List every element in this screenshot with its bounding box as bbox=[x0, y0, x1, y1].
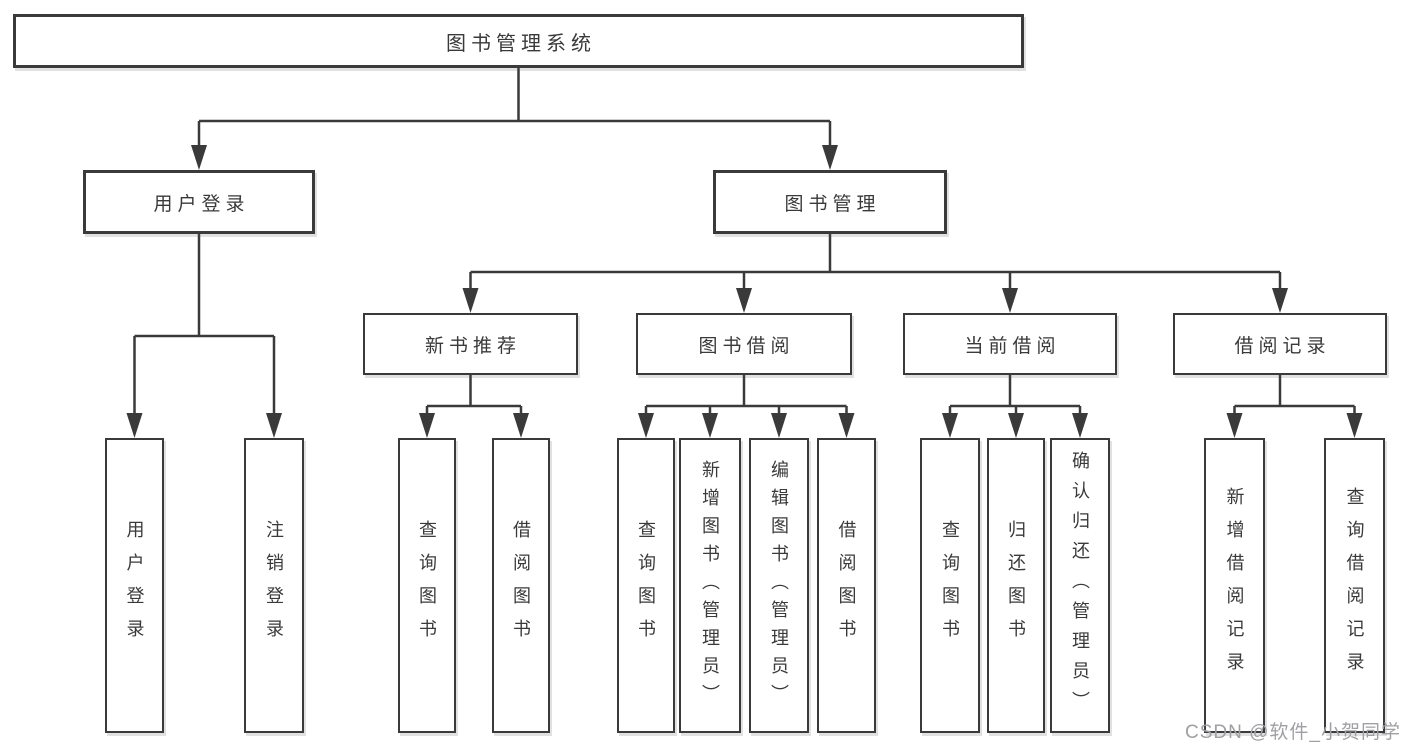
leaf-add-borrow-record: 新增借阅记录 bbox=[1204, 438, 1265, 733]
leaf-query-borrow-record: 查询借阅记录 bbox=[1324, 438, 1385, 733]
leaf-add-book-admin: 新增图书（管理员） bbox=[679, 438, 741, 733]
node-label: 新增借阅记录 bbox=[1224, 486, 1245, 685]
node-label: 新增图书（管理员） bbox=[700, 459, 720, 712]
node-borrow-records: 借阅记录 bbox=[1173, 313, 1387, 375]
leaf-edit-book-admin: 编辑图书（管理员） bbox=[749, 438, 809, 733]
node-label: 确认归还（管理员） bbox=[1070, 450, 1090, 721]
leaf-query-books-borrow: 查询图书 bbox=[617, 438, 675, 733]
leaf-borrow-books-recommend: 借阅图书 bbox=[492, 438, 550, 733]
node-label: 用户登录 bbox=[153, 193, 250, 215]
node-label: 新书推荐 bbox=[424, 335, 521, 357]
node-book-management: 图书管理 bbox=[713, 170, 947, 234]
node-label: 查询图书 bbox=[940, 519, 960, 652]
leaf-confirm-return-admin: 确认归还（管理员） bbox=[1050, 438, 1110, 733]
leaf-logout: 注销登录 bbox=[244, 438, 304, 733]
node-label: 归还图书 bbox=[1006, 519, 1026, 652]
arrowheads bbox=[126, 145, 1363, 438]
node-label: 借阅图书 bbox=[511, 519, 531, 652]
node-book-borrow: 图书借阅 bbox=[636, 313, 852, 375]
node-label: 图书管理系统 bbox=[446, 32, 596, 55]
node-label: 借阅记录 bbox=[1234, 335, 1331, 357]
node-root-library-system: 图书管理系统 bbox=[13, 14, 1024, 68]
leaf-return-book: 归还图书 bbox=[987, 438, 1045, 733]
node-label: 查询借阅记录 bbox=[1344, 486, 1365, 685]
node-label: 用户登录 bbox=[124, 519, 145, 652]
node-label: 注销登录 bbox=[264, 519, 284, 652]
node-label: 图书借阅 bbox=[698, 335, 795, 357]
node-label: 编辑图书（管理员） bbox=[769, 459, 789, 712]
node-current-borrow: 当前借阅 bbox=[903, 313, 1117, 375]
node-new-book-recommend: 新书推荐 bbox=[363, 313, 578, 375]
node-user-login: 用户登录 bbox=[83, 170, 315, 234]
leaf-query-books-current: 查询图书 bbox=[920, 438, 980, 733]
leaf-user-login: 用户登录 bbox=[105, 438, 164, 733]
csdn-watermark: CSDN @软件_小贺同学 bbox=[1185, 722, 1401, 743]
node-label: 借阅图书 bbox=[836, 519, 857, 652]
node-label: 查询图书 bbox=[417, 519, 437, 652]
node-label: 当前借阅 bbox=[964, 335, 1061, 357]
leaf-query-books-recommend: 查询图书 bbox=[398, 438, 456, 733]
node-label: 图书管理 bbox=[784, 193, 881, 215]
node-label: 查询图书 bbox=[636, 519, 656, 652]
leaf-borrow-books: 借阅图书 bbox=[817, 438, 876, 733]
